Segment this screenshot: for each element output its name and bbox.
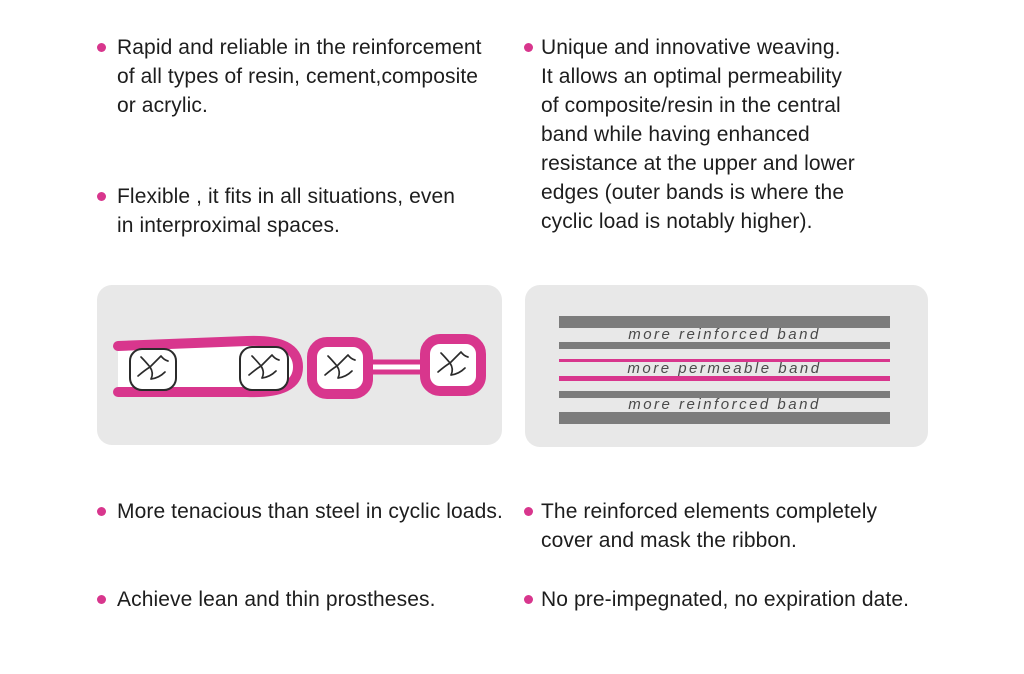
bullet-item: The reinforced elements completely cover… (524, 497, 934, 555)
ribbon-dumbbell-figure (307, 334, 486, 399)
bullet-dot-icon (97, 43, 106, 52)
bullet-text: No pre-impegnated, no expiration date. (541, 588, 910, 611)
weaving-band-diagram: more reinforced band more permeable band… (559, 316, 890, 424)
bullet-list-bottom-left: More tenacious than steel in cyclic load… (97, 497, 527, 614)
weaving-band-panel: more reinforced band more permeable band… (525, 285, 928, 447)
permeable-band-line (559, 359, 890, 362)
bullet-dot-icon (524, 595, 533, 604)
bullet-text: More tenacious than steel in cyclic load… (117, 500, 503, 523)
tooth-icon (239, 346, 289, 391)
reinforced-band-bar (559, 391, 890, 398)
reinforced-band-bar (559, 316, 890, 328)
band-spacer (559, 381, 890, 391)
bullet-dot-icon (97, 192, 106, 201)
band-label: more reinforced band (628, 326, 821, 343)
reinforced-band-bar (559, 412, 890, 424)
bullet-item: More tenacious than steel in cyclic load… (97, 497, 527, 526)
bullet-dot-icon (97, 595, 106, 604)
ribbon-ring (420, 334, 486, 396)
reinforced-band-bar (559, 342, 890, 349)
bullet-list-bottom-right: The reinforced elements completely cover… (524, 497, 934, 614)
ribbon-wrap-figure (113, 335, 303, 398)
bullet-text: Flexible , it fits in all situations, ev… (117, 185, 456, 237)
teeth-ribbon-panel (97, 285, 502, 445)
ribbon-ring (307, 337, 373, 399)
bullet-list-top-right: Unique and innovative weaving. It allows… (524, 33, 904, 236)
bullet-text: Achieve lean and thin prostheses. (117, 588, 436, 611)
bullet-text: The reinforced elements completely cover… (541, 500, 878, 552)
bullet-item: Unique and innovative weaving. It allows… (524, 33, 904, 236)
bullet-item: Flexible , it fits in all situations, ev… (97, 182, 527, 240)
band-label: more reinforced band (628, 396, 821, 413)
band-label: more permeable band (627, 360, 822, 377)
permeable-band-line (559, 376, 890, 381)
bullet-item: No pre-impegnated, no expiration date. (524, 585, 934, 614)
bullet-dot-icon (97, 507, 106, 516)
band-spacer (559, 349, 890, 359)
tooth-icon (129, 348, 177, 391)
bullet-text: Unique and innovative weaving. It allows… (541, 36, 855, 233)
bullet-dot-icon (524, 507, 533, 516)
teeth-ribbon-illustration (113, 334, 486, 399)
bullet-item: Achieve lean and thin prostheses. (97, 585, 527, 614)
bullet-item: Rapid and reliable in the reinforcement … (97, 33, 527, 120)
bullet-list-top-left: Rapid and reliable in the reinforcement … (97, 33, 527, 240)
bullet-dot-icon (524, 43, 533, 52)
bullet-text: Rapid and reliable in the reinforcement … (117, 36, 482, 117)
